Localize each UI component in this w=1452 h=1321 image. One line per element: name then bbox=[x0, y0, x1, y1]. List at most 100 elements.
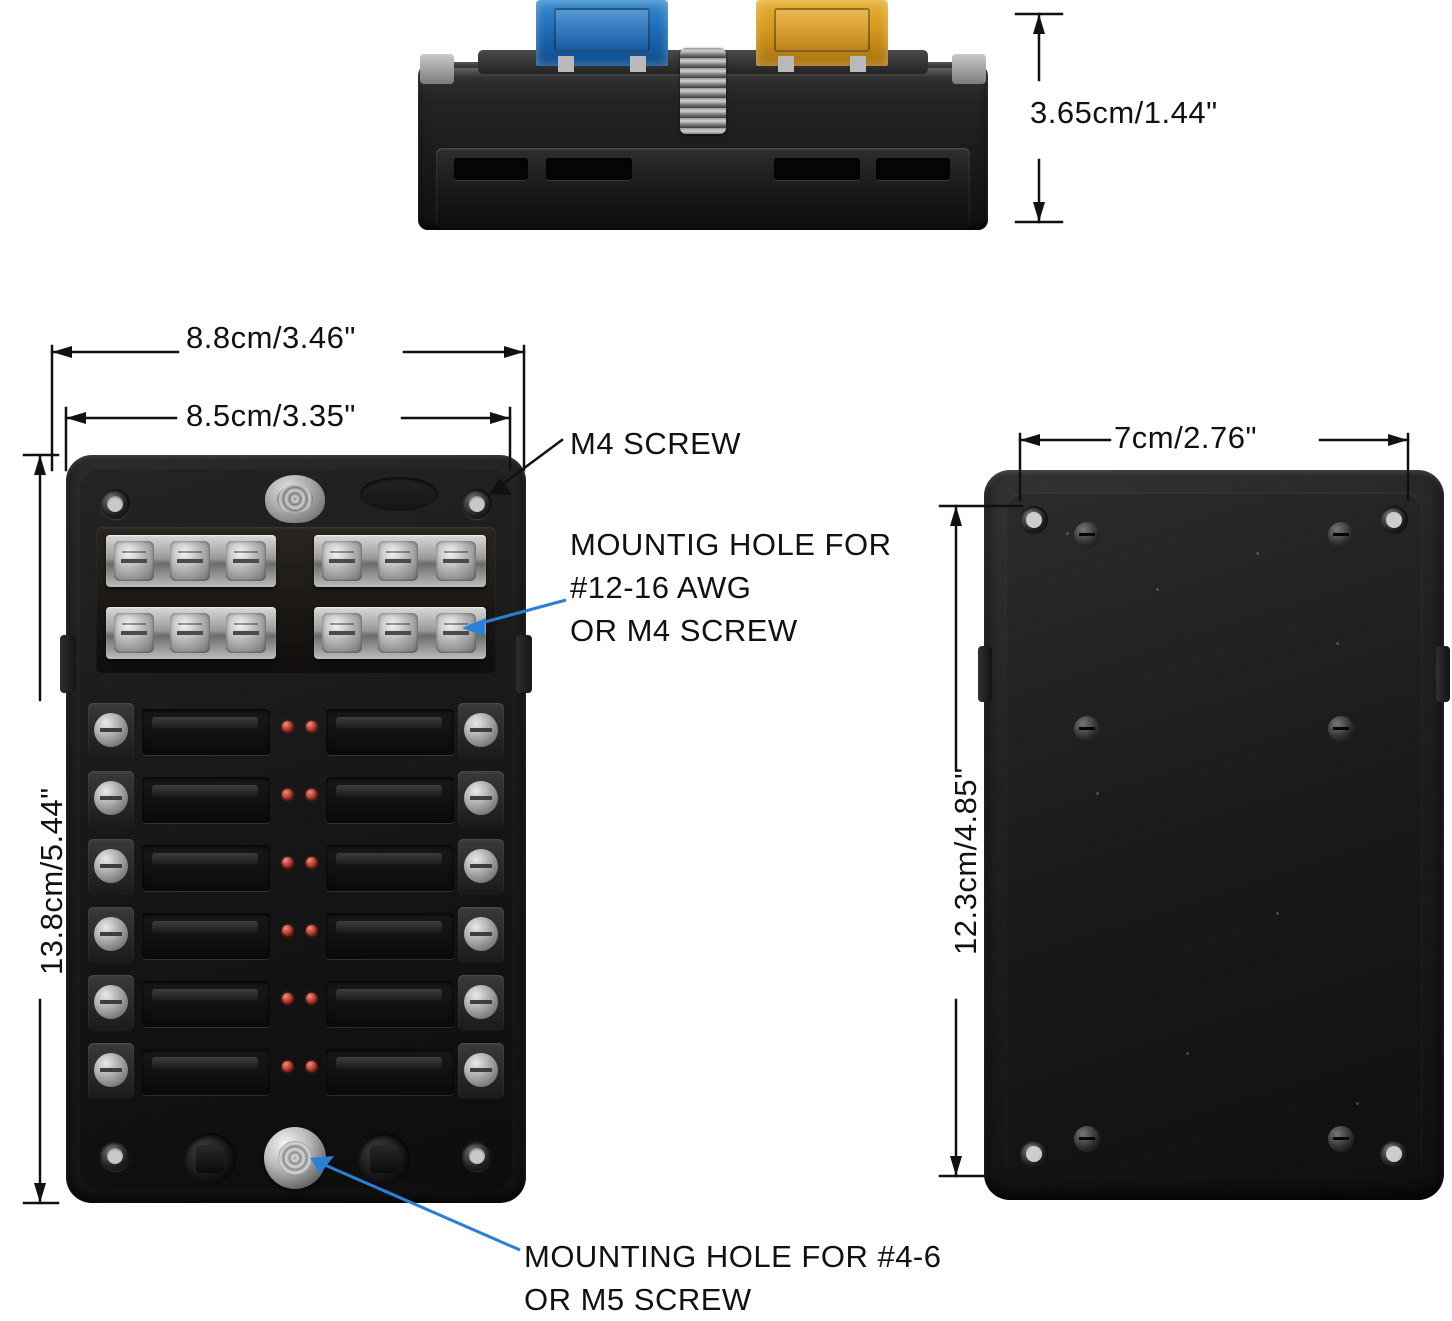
fuse-row bbox=[88, 1043, 504, 1103]
side-view-right-tab bbox=[952, 54, 986, 84]
fuse-slot-left bbox=[142, 845, 270, 891]
screw-head bbox=[94, 917, 128, 951]
surface-speck bbox=[1336, 642, 1339, 645]
fuse-row bbox=[88, 771, 504, 831]
fuse-prong-right bbox=[850, 56, 866, 72]
callout-awg-line-2: #12-16 AWG bbox=[570, 570, 752, 605]
bus-screw bbox=[226, 613, 266, 653]
dim-label-back-height: 12.3cm/4.85" bbox=[948, 767, 983, 955]
fuse-slot-left bbox=[142, 1049, 270, 1095]
screw-head bbox=[464, 985, 498, 1019]
fuse-prong-left bbox=[778, 56, 794, 72]
screw-head bbox=[94, 849, 128, 883]
side-view-product bbox=[418, 0, 988, 240]
led-indicator bbox=[282, 721, 293, 732]
bus-bar-top-left bbox=[106, 535, 276, 587]
fuse-row bbox=[88, 907, 504, 967]
blade-fuse-blue bbox=[536, 0, 668, 72]
screw-head bbox=[464, 917, 498, 951]
back-mounting-hole-bottom-left bbox=[1020, 1140, 1048, 1168]
bus-screw bbox=[170, 613, 210, 653]
back-case-screw bbox=[1328, 716, 1354, 742]
led-indicator bbox=[306, 789, 317, 800]
arrow-up bbox=[950, 506, 962, 526]
terminal-screw-right bbox=[458, 975, 504, 1031]
arrow-right bbox=[490, 412, 510, 424]
bus-screw bbox=[436, 613, 476, 653]
terminal-screw-right bbox=[458, 771, 504, 827]
front-top-oval-recess bbox=[360, 477, 438, 511]
callout-mounting-hole-awg: MOUNTIG HOLE FOR #12-16 AWG OR M4 SCREW bbox=[570, 523, 891, 652]
fuse-slot-left bbox=[142, 981, 270, 1027]
bus-screw bbox=[436, 541, 476, 581]
arrow-up bbox=[1033, 14, 1045, 34]
bus-bar-top-right bbox=[314, 535, 486, 587]
screw-head bbox=[464, 1053, 498, 1087]
arrow-left bbox=[66, 412, 86, 424]
hole-bore bbox=[107, 1148, 123, 1164]
fuse-prong-left bbox=[558, 56, 574, 72]
side-view-center-screw bbox=[680, 48, 726, 134]
hole-bore bbox=[1026, 1146, 1042, 1162]
bus-bar-area bbox=[96, 527, 496, 673]
bus-screw bbox=[322, 541, 362, 581]
side-view-slot bbox=[546, 158, 632, 180]
surface-speck bbox=[1066, 532, 1069, 535]
fuse-slot-left bbox=[142, 913, 270, 959]
surface-speck bbox=[1096, 792, 1099, 795]
hole-bore bbox=[1386, 512, 1402, 528]
led-indicator bbox=[306, 721, 317, 732]
terminal-screw-right bbox=[458, 839, 504, 895]
bus-screw bbox=[226, 541, 266, 581]
side-view-base-lip bbox=[436, 148, 970, 228]
dim-label-back-width: 7cm/2.76" bbox=[1114, 420, 1258, 455]
fuse-slot-right bbox=[326, 913, 454, 959]
led-indicator bbox=[306, 1061, 317, 1072]
screw-head bbox=[94, 781, 128, 815]
surface-speck bbox=[1186, 1052, 1189, 1055]
hole-bore bbox=[469, 496, 485, 512]
surface-speck bbox=[1156, 588, 1159, 591]
callout-awg-line-1: MOUNTIG HOLE FOR bbox=[570, 527, 892, 562]
front-top-center-screw bbox=[265, 475, 325, 523]
hole-bore bbox=[107, 496, 123, 512]
side-view-slot bbox=[774, 158, 860, 180]
bus-bar-bottom-left bbox=[106, 607, 276, 659]
fuse-row bbox=[88, 703, 504, 763]
fuse-slot-right bbox=[326, 1049, 454, 1095]
dim-label-front-outer-width: 8.8cm/3.46" bbox=[186, 320, 356, 355]
hole-bore bbox=[469, 1148, 485, 1164]
back-case-screw bbox=[1074, 522, 1100, 548]
bus-screw bbox=[322, 613, 362, 653]
back-case-screw bbox=[1074, 716, 1100, 742]
dim-label-front-inner-width: 8.5cm/3.35" bbox=[186, 398, 356, 433]
mounting-hole-bottom-left bbox=[100, 1141, 130, 1171]
dim-label-side-height: 3.65cm/1.44" bbox=[1030, 95, 1218, 130]
front-left-clip bbox=[60, 635, 76, 693]
side-view-slot bbox=[454, 158, 528, 180]
back-view-panel bbox=[1006, 492, 1422, 1178]
fuse-row bbox=[88, 839, 504, 899]
callout-mounting-hole-m5: MOUNTING HOLE FOR #4-6 OR M5 SCREW bbox=[524, 1235, 942, 1321]
back-case-screw bbox=[1074, 1126, 1100, 1152]
back-left-clip bbox=[978, 646, 992, 702]
screw-head bbox=[464, 849, 498, 883]
terminal-screw-left bbox=[88, 771, 134, 827]
front-right-clip bbox=[516, 635, 532, 693]
fuse-window bbox=[774, 8, 870, 52]
screw-head bbox=[94, 713, 128, 747]
led-indicator bbox=[282, 993, 293, 1004]
terminal-screw-left bbox=[88, 703, 134, 759]
ground-stud-screw bbox=[264, 1127, 326, 1189]
fuse-window bbox=[554, 8, 650, 52]
fuse-slot-right bbox=[326, 981, 454, 1027]
bus-screw bbox=[170, 541, 210, 581]
led-indicator bbox=[282, 789, 293, 800]
fuse-slot-grid bbox=[88, 703, 504, 1115]
surface-speck bbox=[1256, 552, 1259, 555]
back-mounting-hole-top-right bbox=[1380, 506, 1408, 534]
led-indicator bbox=[306, 857, 317, 868]
screw-head bbox=[94, 1053, 128, 1087]
arrow-down bbox=[34, 1183, 46, 1203]
led-indicator bbox=[282, 1061, 293, 1072]
